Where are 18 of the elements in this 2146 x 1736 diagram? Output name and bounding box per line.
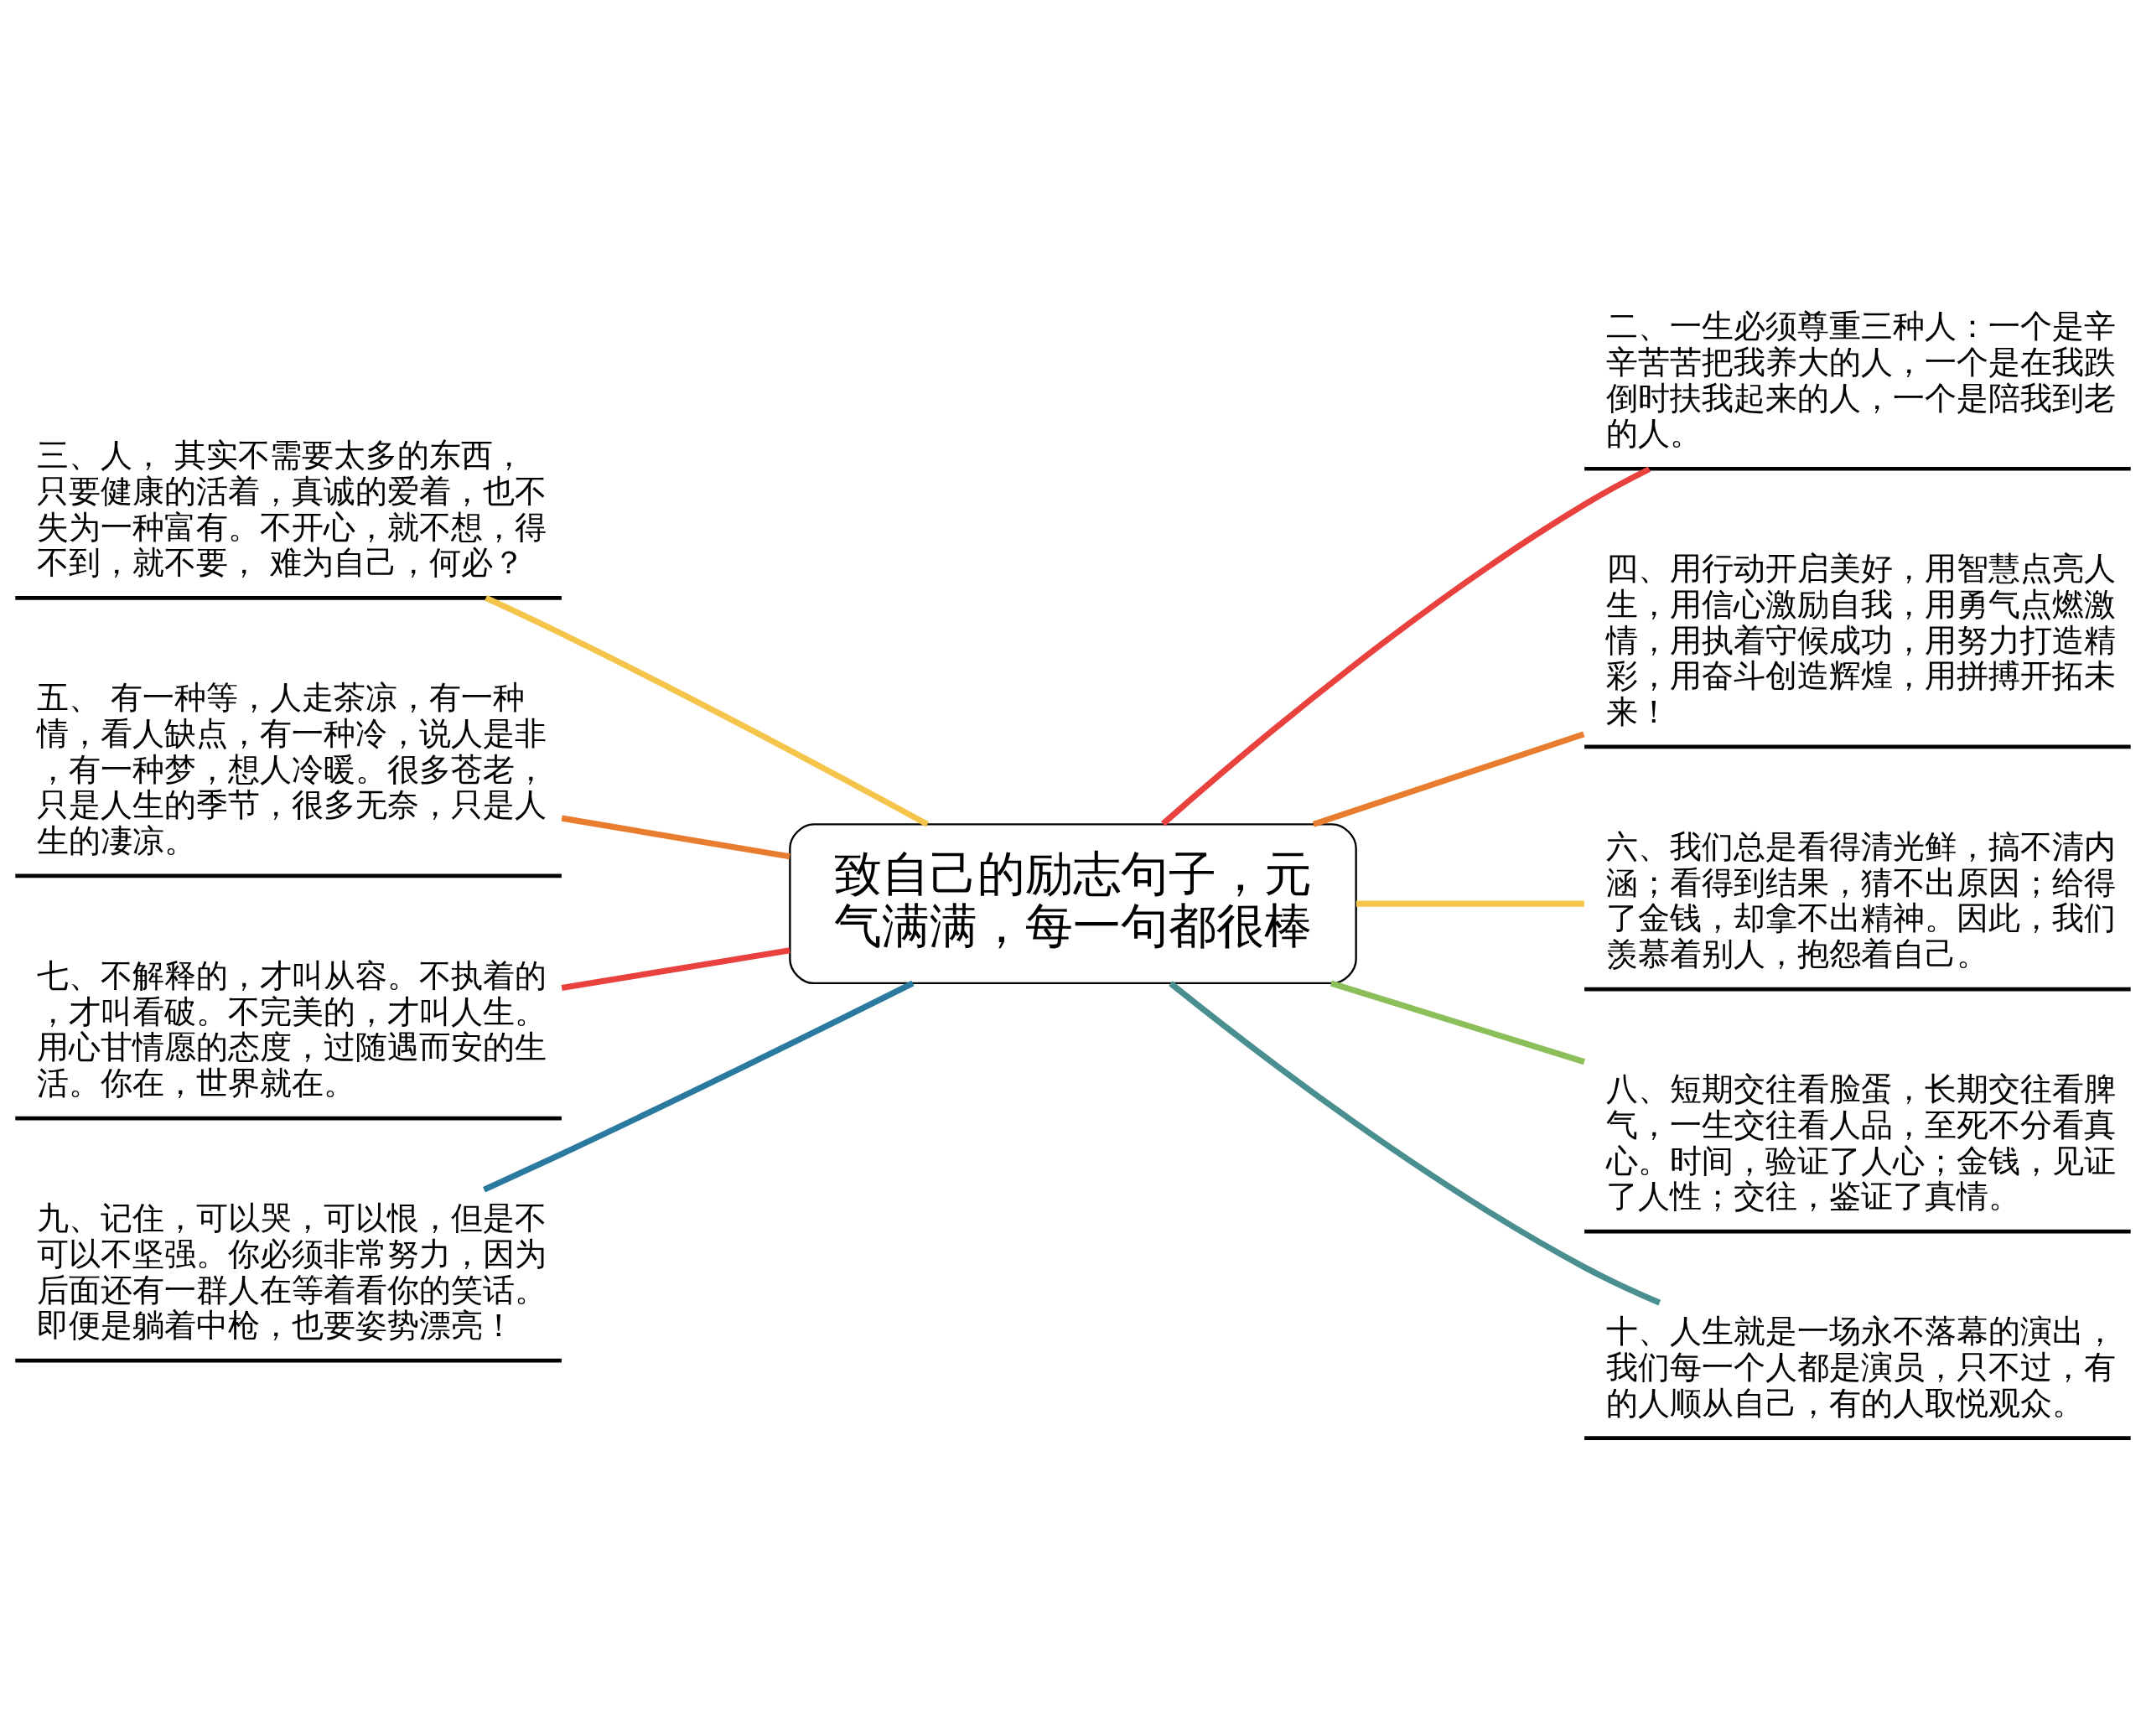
node-text: 四、用行动开启美好，用智慧点亮人生，用信心激励自我，用勇气点燃激情，用执着守候成功，用努力打造精彩，用奋斗创造辉煌，用拼搏开拓未来！ (1606, 550, 2117, 731)
node-text: 十、人生就是一场永不落幕的演出，我们每一个人都是演员，只不过，有的人顺从自己，有的人取悦观众。 (1606, 1313, 2117, 1422)
node-box: 致自己的励志句子，元气满满，每一句都很棒 (789, 823, 1357, 985)
node-text: 六、我们总是看得清光鲜，搞不清内涵；看得到结果，猜不出原因；给得了金钱，却拿不出精神。因此，我们羡慕着别人，抱怨着自己。 (1606, 828, 2117, 973)
node-text: 九、记住，可以哭，可以恨，但是不可以不坚强。你必须非常努力，因为后面还有一群人在等着看你的笑话。即便是躺着中枪，也要姿势漂亮！ (37, 1200, 547, 1345)
connector (483, 980, 915, 1193)
node-text: 五、 有一种等，人走茶凉，有一种情，看人缺点，有一种冷，说人是非，有一种梦，想人冷暖。很多苍老，只是人生的季节，很多无奈，只是人生的凄凉。 (37, 679, 547, 860)
node-text: 三、人， 其实不需要太多的东西，只要健康的活着，真诚的爱着，也不失为一种富有。不开心，就不想，得不到，就不要， 难为自己，何必？ (37, 437, 547, 582)
connector (1330, 980, 1585, 1065)
node-text: 八、短期交往看脸蛋，长期交往看脾气，一生交往看人品，至死不分看真心。时间，验证了人心；金钱，见证了人性；交往，鉴证了真情。 (1606, 1070, 2117, 1215)
connector (485, 595, 930, 827)
connector (561, 947, 790, 992)
node-text: 七、不解释的，才叫从容。不执着的，才叫看破。不完美的，才叫人生。用心甘情愿的态度，过随遇而安的生活。你在，世界就在。 (37, 957, 547, 1102)
connector (1161, 466, 1651, 827)
node-text: 二、一生必须尊重三种人：一个是辛辛苦苦把我养大的人，一个是在我跌倒时扶我起来的人，一个是陪我到老的人。 (1606, 308, 2117, 453)
connector (1312, 731, 1585, 827)
connector (1169, 981, 1661, 1306)
connector (561, 815, 790, 860)
